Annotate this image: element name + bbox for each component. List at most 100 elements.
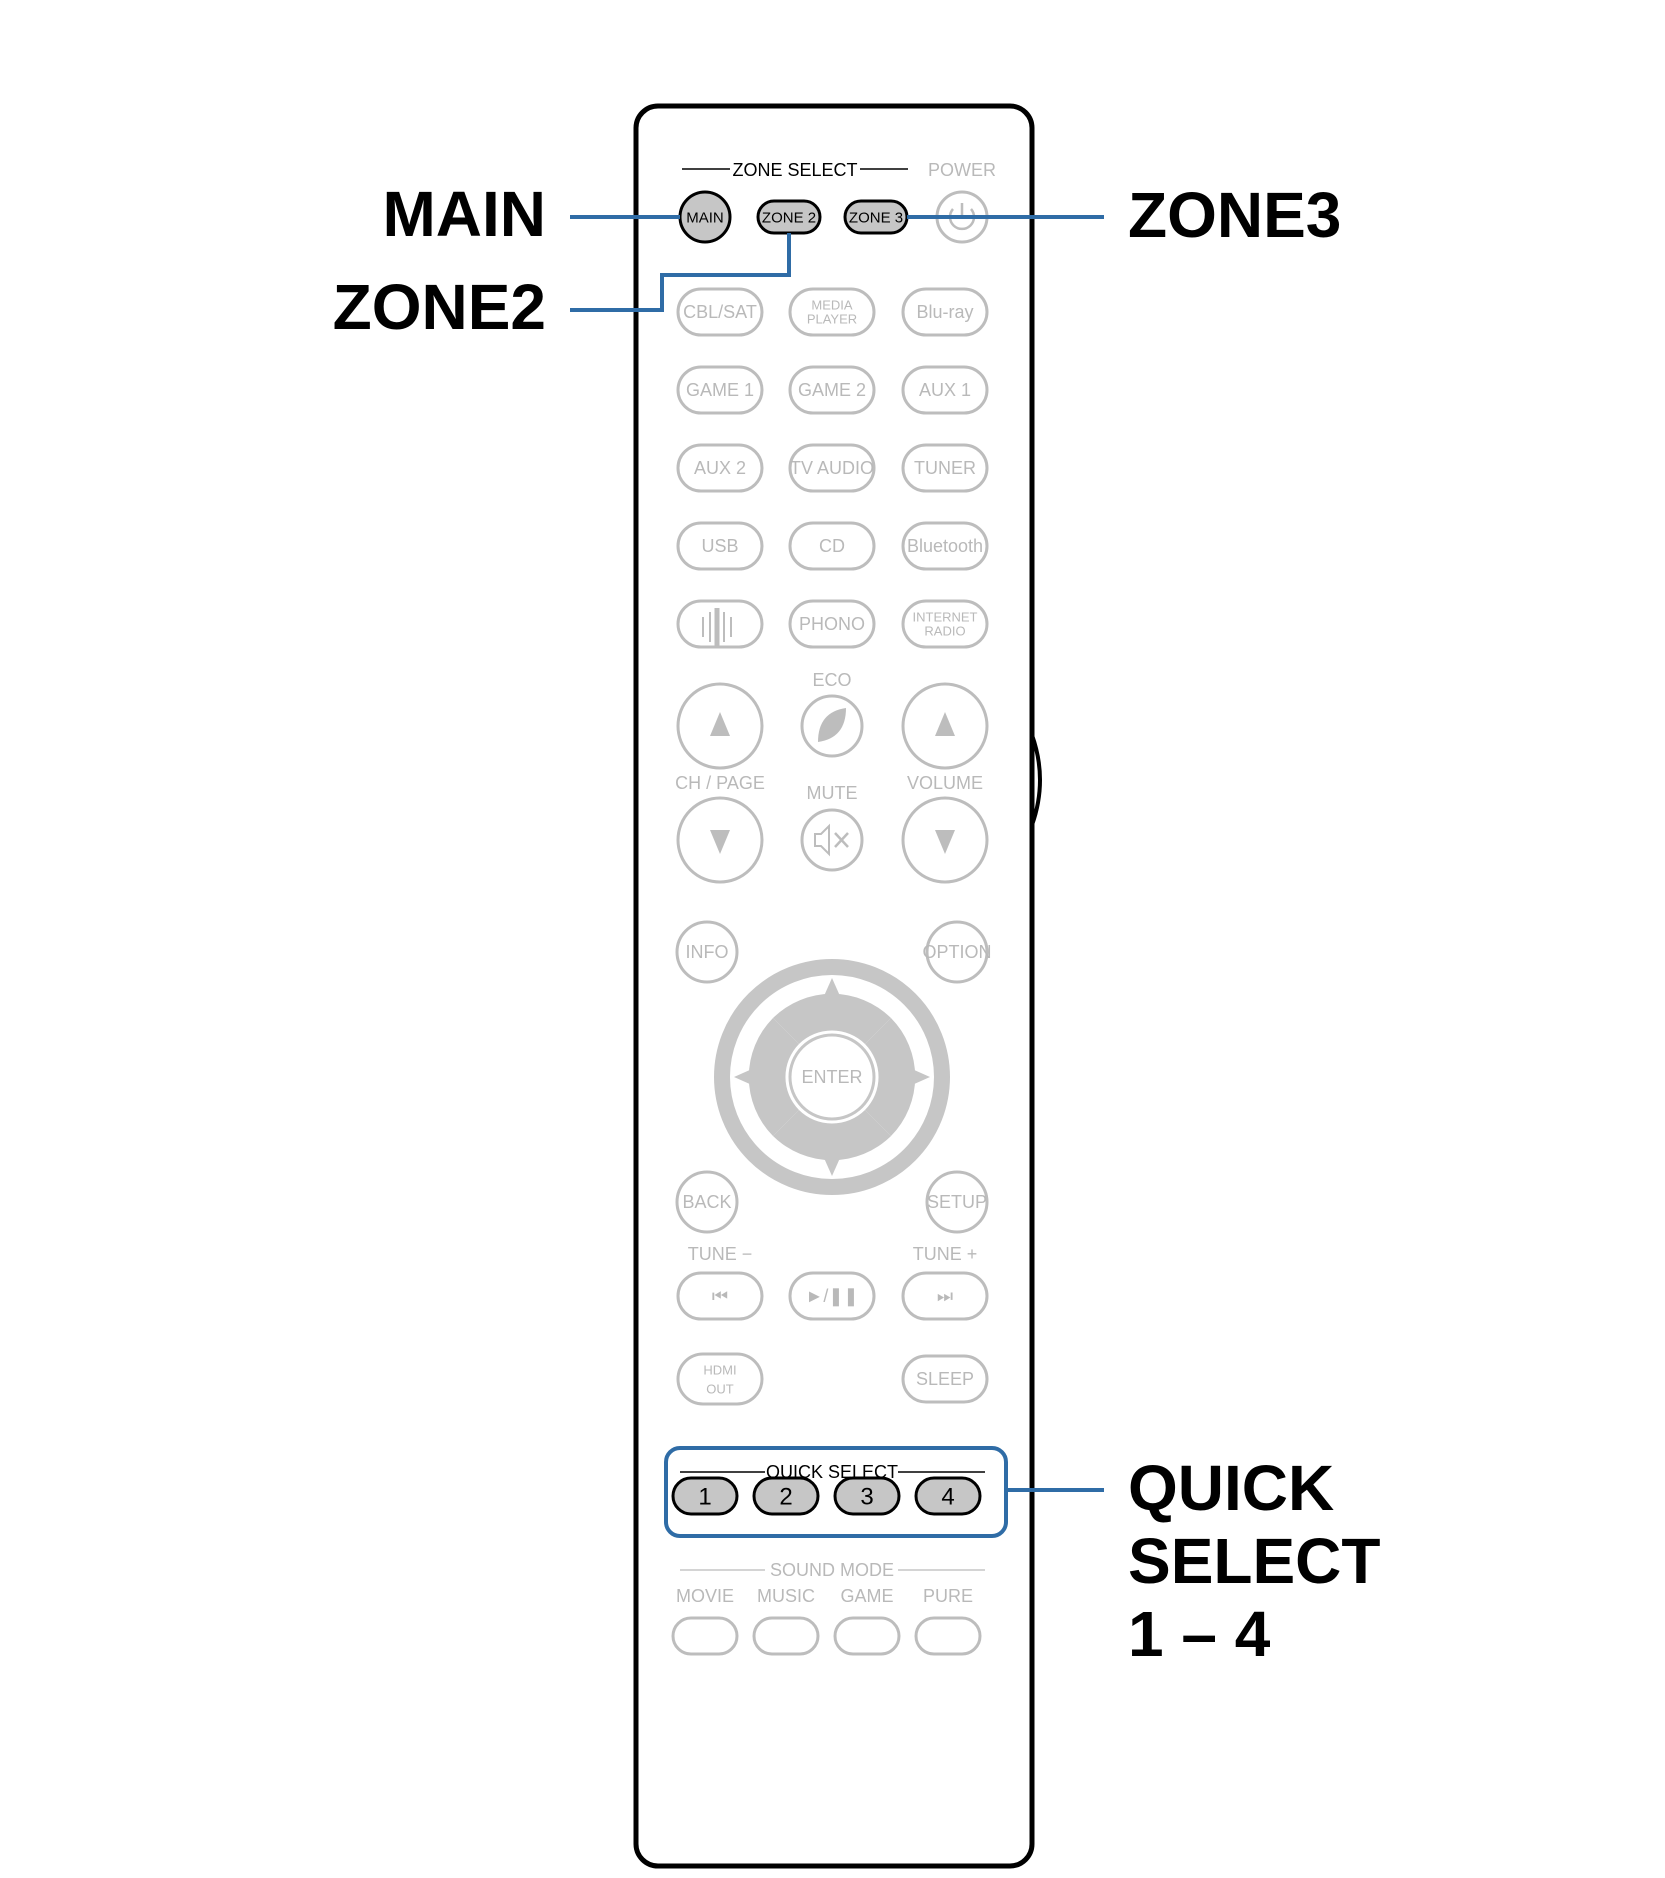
down-arrow-icon (935, 830, 955, 854)
game-2-button[interactable]: GAME 2 (788, 365, 876, 415)
sleep-button-label: SLEEP (916, 1369, 974, 1389)
usb-button-shape[interactable] (676, 521, 764, 571)
quick-select-4-button[interactable]: 4 (914, 1476, 982, 1516)
zone2-button-label: ZONE 2 (762, 210, 816, 227)
volume-label: VOLUME (907, 773, 983, 793)
back-button-shape[interactable] (675, 1170, 739, 1234)
tuner-button[interactable]: TUNER (901, 443, 989, 493)
quick-select-4-shape[interactable] (914, 1476, 982, 1516)
quick-select-2-label: 2 (779, 1484, 792, 1511)
blu-ray-button-shape[interactable] (901, 287, 989, 337)
sound-mode-pure-button[interactable] (914, 1616, 982, 1656)
eco-label: ECO (812, 670, 851, 690)
mute-button-shape[interactable] (800, 808, 864, 872)
aux-2-button-shape[interactable] (676, 443, 764, 493)
quick-select-2-button[interactable]: 2 (752, 1476, 820, 1516)
up-arrow-icon (824, 978, 840, 996)
hdmi-out-button-shape[interactable] (676, 1352, 764, 1406)
media-player-button-shape[interactable] (788, 287, 876, 337)
blu-ray-button-label: Blu-ray (916, 302, 973, 322)
aux-1-button[interactable]: AUX 1 (901, 365, 989, 415)
bluetooth-button[interactable]: Bluetooth (901, 521, 989, 571)
previous-button[interactable]: ⏮ (676, 1271, 764, 1321)
media-player-button-label-line2: PLAYER (807, 312, 857, 327)
bluetooth-button-shape[interactable] (901, 521, 989, 571)
option-button[interactable]: OPTION (922, 920, 992, 984)
up-arrow-icon (935, 712, 955, 736)
usb-button[interactable]: USB (676, 521, 764, 571)
zone2-button[interactable]: ZONE 2 (756, 199, 822, 235)
game-1-button[interactable]: GAME 1 (676, 365, 764, 415)
enter-button[interactable] (788, 1033, 876, 1121)
quick-select-1-shape[interactable] (671, 1476, 739, 1516)
aux-1-button-shape[interactable] (901, 365, 989, 415)
sound-mode-music-button[interactable] (752, 1616, 820, 1656)
game-1-button-shape[interactable] (676, 365, 764, 415)
quick-select-3-button[interactable]: 3 (833, 1476, 901, 1516)
pure-direct-button-shape[interactable] (676, 599, 764, 649)
previous-button-shape[interactable] (676, 1271, 764, 1321)
play-pause-button[interactable]: ►/❚❚ (788, 1271, 876, 1321)
cursor-pad-ring (714, 959, 950, 1195)
cursor-down-button[interactable] (773, 1110, 891, 1161)
back-button[interactable]: BACK (675, 1170, 739, 1234)
aux-2-button[interactable]: AUX 2 (676, 443, 764, 493)
quick-select-1-button[interactable]: 1 (671, 1476, 739, 1516)
volume-up-button[interactable] (901, 682, 989, 770)
sound-mode-music-label: MUSIC (757, 1586, 815, 1606)
cursor-right-button[interactable] (865, 1018, 916, 1136)
mute-label: MUTE (807, 783, 858, 803)
zone3-button[interactable]: ZONE 3 (843, 199, 909, 235)
info-button-shape[interactable] (675, 920, 739, 984)
cursor-up-button[interactable] (773, 993, 891, 1044)
hdmi-out-button[interactable]: HDMI OUT (676, 1352, 764, 1406)
phono-button[interactable]: PHONO (788, 599, 876, 649)
callout-zone2: ZONE2 (333, 233, 791, 343)
main-zone-button[interactable]: MAIN (678, 190, 732, 244)
tune-plus-label: TUNE + (913, 1244, 978, 1264)
cd-button-shape[interactable] (788, 521, 876, 571)
next-button-shape[interactable] (901, 1271, 989, 1321)
sound-mode-label: SOUND MODE (770, 1560, 894, 1580)
option-button-shape[interactable] (925, 920, 989, 984)
back-button-label: BACK (682, 1192, 731, 1212)
next-button[interactable]: ⏭ (901, 1271, 989, 1321)
quick-select-3-shape[interactable] (833, 1476, 901, 1516)
tv-audio-button[interactable]: TV AUDIO (788, 443, 876, 493)
setup-button[interactable]: SETUP (925, 1170, 989, 1234)
info-button[interactable]: INFO (675, 920, 739, 984)
ch-page-up-button[interactable] (676, 682, 764, 770)
cbl-sat-button-shape[interactable] (676, 287, 764, 337)
tuner-button-shape[interactable] (901, 443, 989, 493)
pure-direct-button[interactable] (676, 599, 764, 649)
setup-button-shape[interactable] (925, 1170, 989, 1234)
enter-button-label: ENTER (801, 1067, 862, 1087)
sound-mode-game-button[interactable] (833, 1616, 901, 1656)
mute-button[interactable] (800, 808, 864, 872)
internet-radio-button-shape[interactable] (901, 599, 989, 649)
phono-button-shape[interactable] (788, 599, 876, 649)
usb-button-label: USB (701, 536, 738, 556)
ch-page-label: CH / PAGE (675, 773, 765, 793)
volume-down-button[interactable] (901, 796, 989, 884)
sleep-button[interactable]: SLEEP (901, 1354, 989, 1404)
eco-button[interactable] (800, 694, 864, 758)
blu-ray-button[interactable]: Blu-ray (901, 287, 989, 337)
ch-page-down-button[interactable] (676, 796, 764, 884)
cbl-sat-button[interactable]: CBL/SAT (676, 287, 764, 337)
game-2-button-shape[interactable] (788, 365, 876, 415)
quick-select-2-shape[interactable] (752, 1476, 820, 1516)
sleep-button-shape[interactable] (901, 1354, 989, 1404)
cd-button[interactable]: CD (788, 521, 876, 571)
sound-mode-pure-label: PURE (923, 1586, 973, 1606)
sound-mode-movie-button[interactable] (671, 1616, 739, 1656)
cursor-pad[interactable]: ENTER (714, 959, 950, 1195)
play-pause-button-shape[interactable] (788, 1271, 876, 1321)
bluetooth-button-label: Bluetooth (907, 536, 983, 556)
tv-audio-button-shape[interactable] (788, 443, 876, 493)
cursor-left-button[interactable] (748, 1018, 799, 1136)
